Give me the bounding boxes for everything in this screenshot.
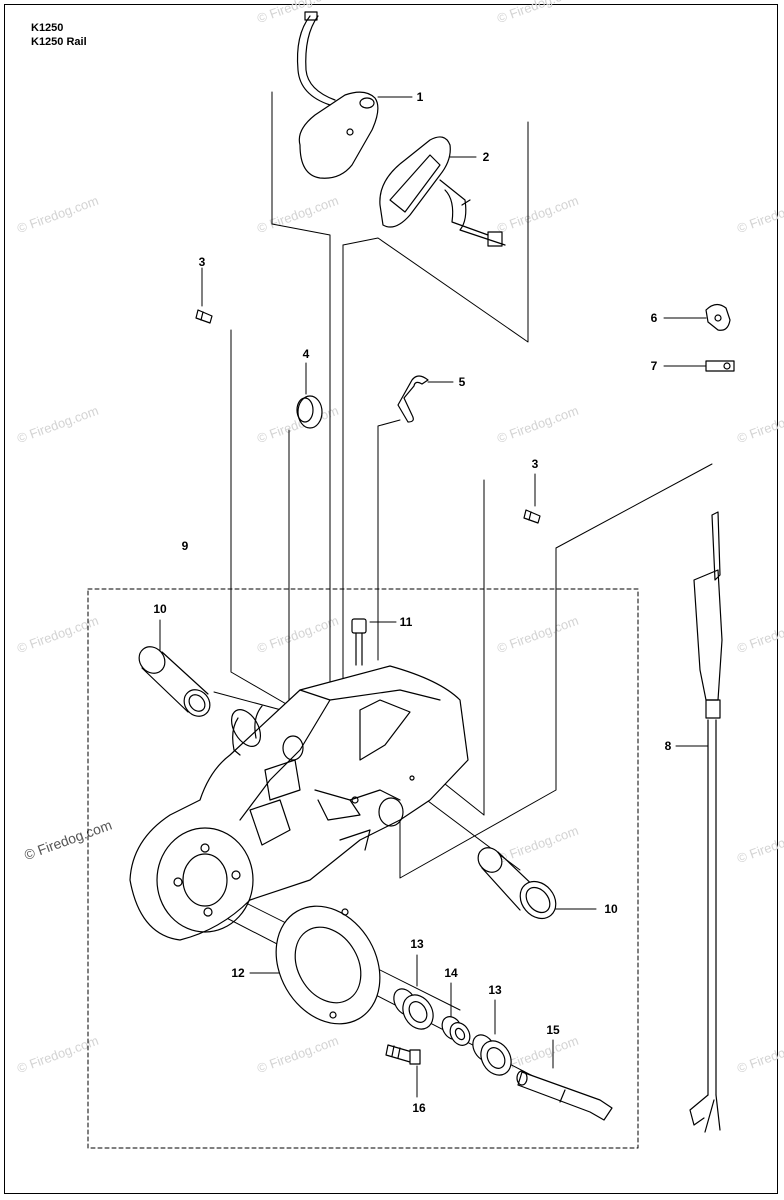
part-5-clip (397, 375, 429, 423)
assembly-9-boundary (87, 588, 639, 1149)
part-7-tab (705, 360, 735, 372)
model-title: K1250 (31, 22, 64, 34)
callout-15: 15 (546, 1023, 560, 1037)
callout-2: 2 (482, 150, 490, 164)
callout-3: 3 (531, 457, 539, 471)
callout-9: 9 (181, 539, 189, 553)
callout-13: 13 (410, 937, 424, 951)
callout-12: 12 (231, 966, 245, 980)
callout-8: 8 (664, 739, 672, 753)
part-3-screw-right (523, 509, 541, 524)
diagram-frame (4, 4, 778, 1194)
part-2-switch (379, 136, 506, 247)
model-rail-title: K1250 Rail (31, 36, 87, 48)
callout-11: 11 (399, 615, 413, 629)
callout-6: 6 (650, 311, 658, 325)
part-6-clamp (705, 303, 731, 331)
part-15-shaft (516, 1070, 613, 1121)
part-13-bearing-b (472, 1034, 512, 1076)
part-12-ring (275, 905, 381, 1025)
part-3-screw-top (195, 309, 213, 324)
part-13-bearing-a (393, 988, 434, 1030)
callout-10: 10 (604, 902, 618, 916)
part-10-sleeve-left (138, 646, 211, 717)
callout-10: 10 (153, 602, 167, 616)
main-housing (129, 665, 469, 941)
part-4-plug (296, 395, 323, 429)
part-10-sleeve-right (477, 847, 557, 920)
part-16-screw (385, 1044, 421, 1065)
callout-16: 16 (412, 1101, 426, 1115)
part-11-bolt (351, 618, 367, 666)
callout-7: 7 (650, 359, 658, 373)
callout-4: 4 (302, 347, 310, 361)
part-8-cable (689, 511, 723, 1133)
callout-5: 5 (458, 375, 466, 389)
part-1-cover (296, 11, 379, 179)
part-14-spacer (441, 1016, 471, 1046)
callout-14: 14 (444, 966, 458, 980)
callout-13: 13 (488, 983, 502, 997)
callout-3: 3 (198, 255, 206, 269)
callout-1: 1 (416, 90, 424, 104)
